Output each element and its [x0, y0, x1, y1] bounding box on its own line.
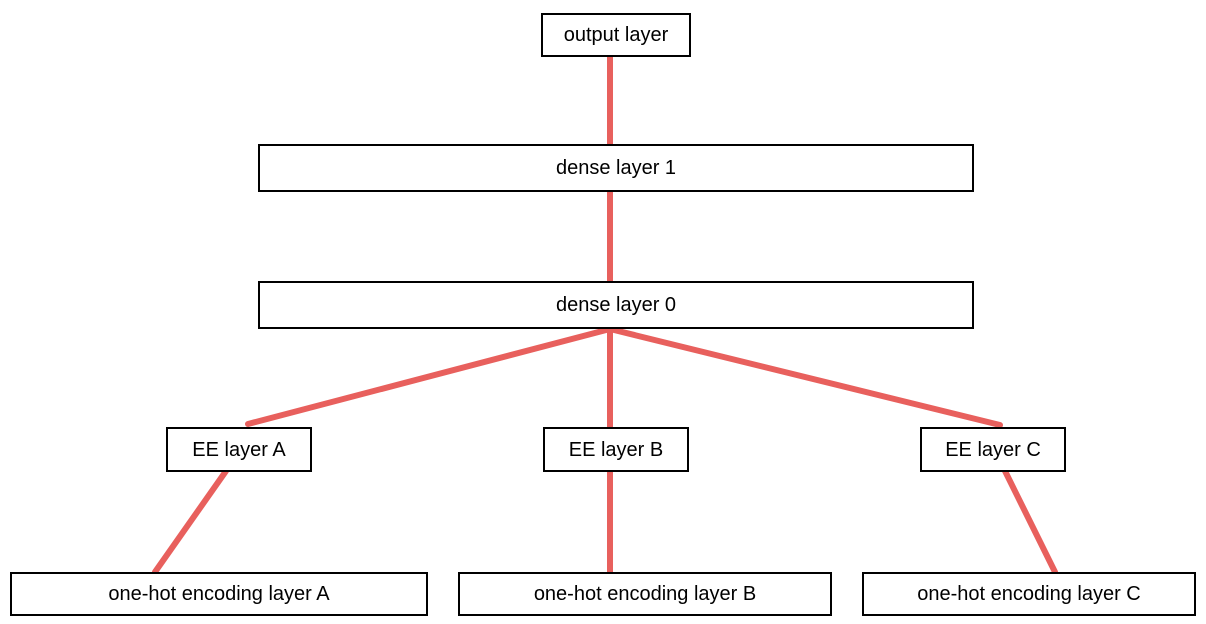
- edge-onehotc-to-eec: [1002, 468, 1058, 575]
- node-onehot-layer-b-label: one-hot encoding layer B: [533, 583, 757, 605]
- node-onehot-layer-c-label: one-hot encoding layer C: [917, 583, 1141, 605]
- node-ee-layer-a[interactable]: EE layer A: [166, 427, 312, 472]
- node-onehot-layer-c[interactable]: one-hot encoding layer C: [862, 572, 1196, 616]
- node-ee-layer-a-label: EE layer A: [192, 438, 286, 461]
- node-ee-layer-b-label: EE layer B: [568, 438, 664, 461]
- node-ee-layer-b[interactable]: EE layer B: [543, 427, 689, 472]
- node-onehot-layer-a-label: one-hot encoding layer A: [108, 583, 330, 605]
- node-ee-layer-c-label: EE layer C: [945, 438, 1041, 461]
- edge-eec-to-dense0: [607, 326, 1003, 428]
- node-dense-layer-0[interactable]: dense layer 0: [258, 281, 974, 329]
- node-onehot-layer-a[interactable]: one-hot encoding layer A: [10, 572, 428, 616]
- node-dense-layer-1[interactable]: dense layer 1: [258, 144, 974, 192]
- node-ee-layer-c[interactable]: EE layer C: [920, 427, 1066, 472]
- edge-eea-to-dense0: [245, 326, 613, 427]
- node-onehot-layer-b[interactable]: one-hot encoding layer B: [458, 572, 832, 616]
- node-dense-layer-0-label: dense layer 0: [555, 294, 677, 316]
- node-dense-layer-1-label: dense layer 1: [555, 157, 677, 179]
- node-output-layer[interactable]: output layer: [541, 13, 691, 57]
- edge-onehota-to-eea: [152, 468, 229, 575]
- node-output-layer-label: output layer: [563, 24, 669, 46]
